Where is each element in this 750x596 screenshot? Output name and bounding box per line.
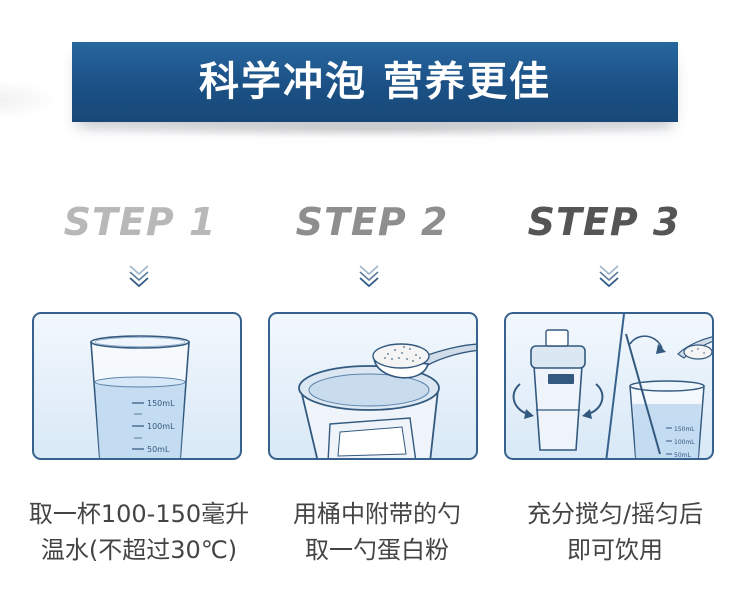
step-1-caption-line1: 取一杯100-150毫升 bbox=[28, 500, 250, 528]
glass-mark-50: 50mL bbox=[674, 452, 691, 459]
step-3-caption: 充分搅匀/摇匀后 即可饮用 bbox=[490, 496, 740, 568]
glass-mark-150: 150mL bbox=[674, 426, 695, 433]
title-banner: 科学冲泡 营养更佳 bbox=[72, 42, 678, 122]
stir-spoon-icon: 150mL 100mL 50mL bbox=[625, 333, 712, 459]
step-3-illustration: 150mL 100mL 50mL bbox=[504, 312, 714, 460]
step-1-caption: 取一杯100-150毫升 温水(不超过30℃) bbox=[14, 496, 264, 568]
step-2-illustration bbox=[268, 312, 478, 460]
decorative-sheen bbox=[0, 80, 60, 120]
step-2-caption-line2: 取一勺蛋白粉 bbox=[305, 536, 449, 564]
glass-mark-50: 50mL bbox=[147, 445, 170, 454]
banner-title: 科学冲泡 营养更佳 bbox=[199, 59, 551, 105]
glass-mark-100: 100mL bbox=[674, 439, 695, 446]
shaker-icon bbox=[512, 329, 604, 451]
step-2-caption-line1: 用桶中附带的勺 bbox=[293, 500, 461, 528]
banner-shadow bbox=[60, 120, 690, 138]
chevron-double-down-icon bbox=[359, 265, 379, 288]
step-1-caption-line2: 温水(不超过30℃) bbox=[40, 536, 238, 564]
scoop-icon bbox=[372, 343, 476, 379]
step-1-illustration: 150mL 100mL 50mL bbox=[32, 312, 242, 460]
step-3-caption-line2: 即可饮用 bbox=[567, 536, 663, 564]
glass-mark-150: 150mL bbox=[147, 399, 175, 408]
step-3-label: STEP 3 bbox=[527, 200, 681, 244]
powder-tub-icon bbox=[298, 365, 440, 458]
step-2-label: STEP 2 bbox=[295, 200, 449, 244]
glass-mark-100: 100mL bbox=[147, 422, 175, 431]
step-1-label: STEP 1 bbox=[63, 200, 217, 244]
step-2-caption: 用桶中附带的勺 取一勺蛋白粉 bbox=[252, 496, 502, 568]
glass-icon: 150mL 100mL 50mL bbox=[90, 335, 190, 458]
step-3-caption-line1: 充分搅匀/摇匀后 bbox=[526, 500, 704, 528]
chevron-double-down-icon bbox=[599, 265, 619, 288]
chevron-double-down-icon bbox=[129, 265, 149, 288]
